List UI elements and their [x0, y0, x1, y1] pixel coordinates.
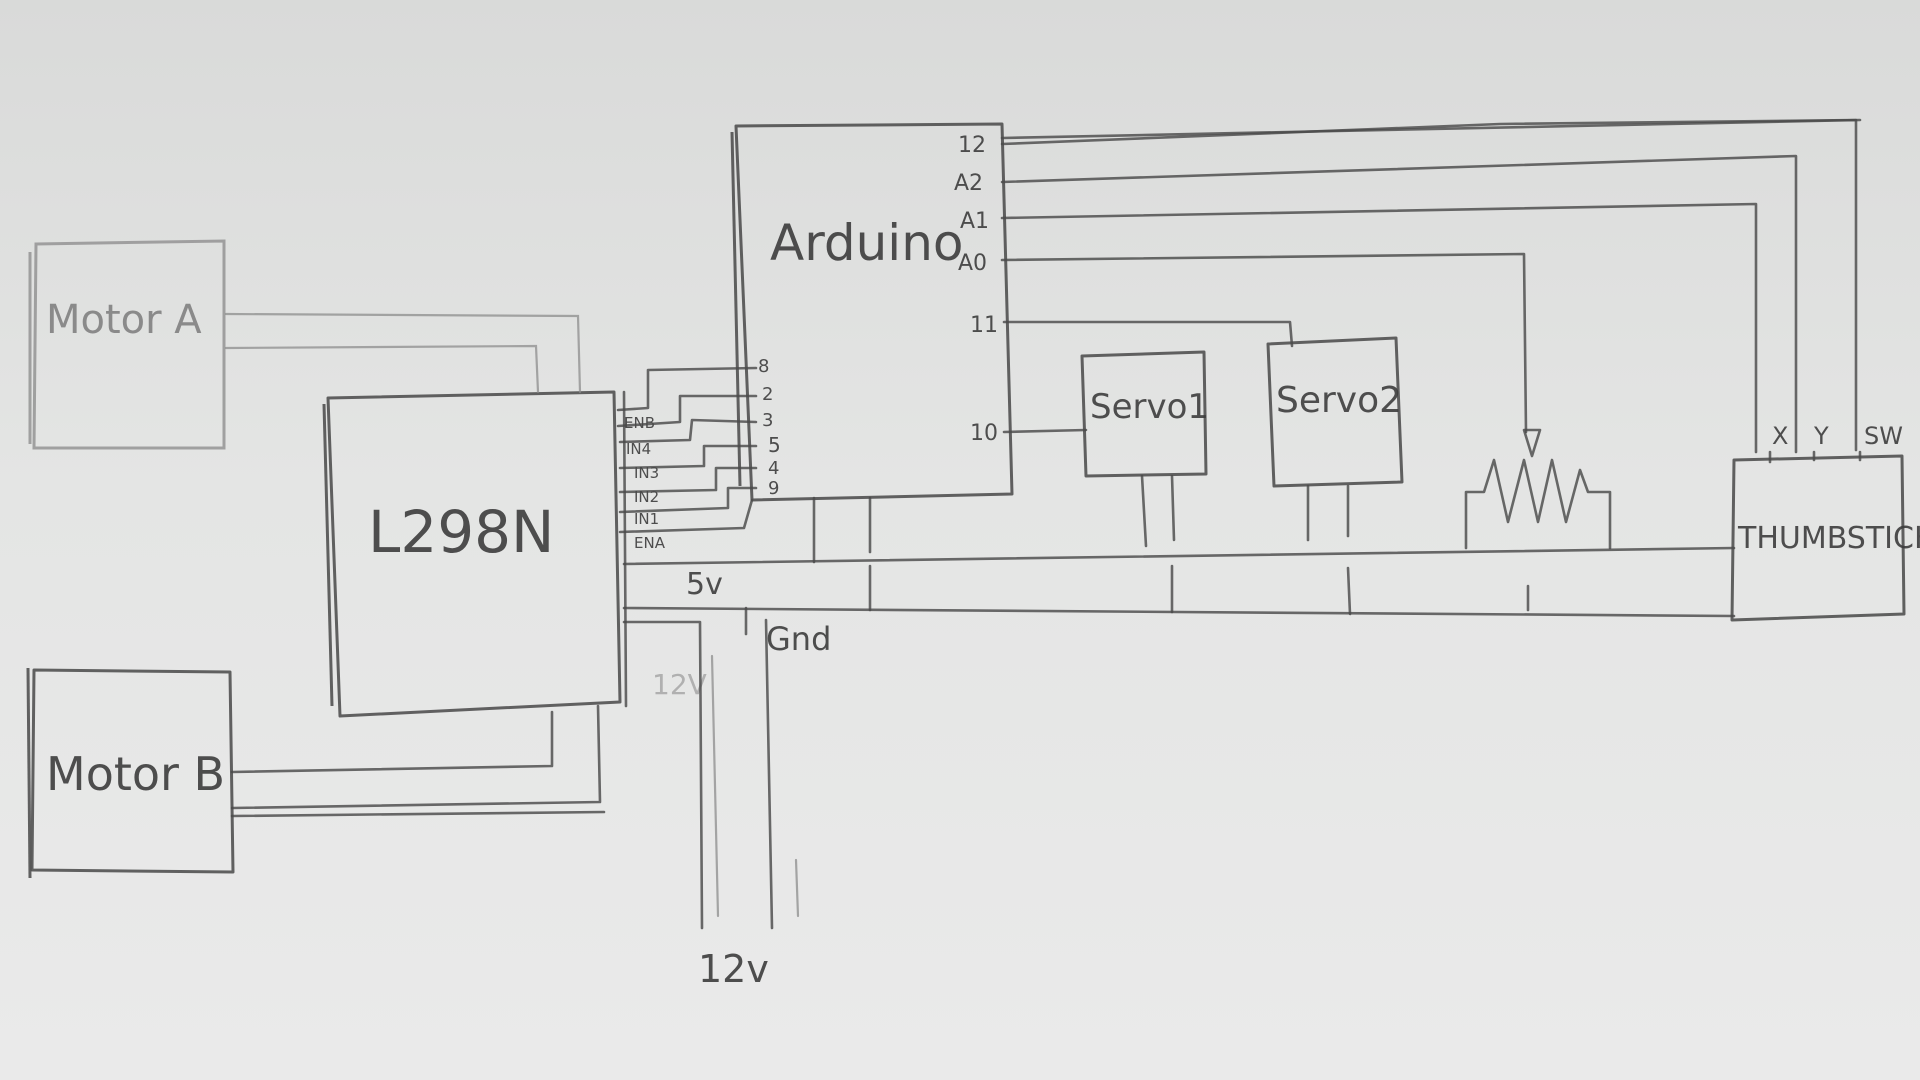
- servo1-lead-2: [1170, 474, 1176, 542]
- motor-b-box: Motor B: [26, 667, 235, 879]
- pin-2-label: 2: [762, 384, 773, 405]
- in4-label: IN4: [626, 440, 651, 458]
- rail-gnd-label: Gnd: [766, 620, 831, 658]
- enb-label: ENB: [624, 414, 655, 432]
- pin-5-label: 5: [768, 433, 781, 457]
- pin-10-label: 10: [970, 421, 998, 446]
- gnd-lead: [764, 618, 774, 930]
- wire-a0-to-pot: [1000, 252, 1528, 434]
- servo1-lead-1: [1140, 474, 1148, 548]
- motor-a-label: Motor A: [46, 297, 202, 343]
- l298n-label: L298N: [368, 498, 554, 566]
- servo2-box: Servo2: [1266, 336, 1404, 488]
- wire-motor-b-2: [230, 704, 602, 810]
- motor-b-label: Motor B: [46, 747, 225, 801]
- pin-12-label: 12: [958, 133, 986, 158]
- servo2-label: Servo2: [1276, 380, 1402, 421]
- wire-a2-to-y: [1000, 154, 1798, 454]
- l298n-box: L298N: [322, 390, 622, 718]
- servo1-box: Servo1: [1080, 350, 1209, 478]
- motor-a-box: Motor A: [28, 239, 226, 450]
- tap-servo2: [1346, 566, 1352, 616]
- arduino-label: Arduino: [770, 214, 963, 272]
- pin-3-label: 3: [762, 410, 773, 431]
- wire-motor-b-3: [230, 810, 606, 818]
- wire-11-to-servo2: [1002, 320, 1294, 348]
- in1-label: IN1: [634, 510, 659, 528]
- thumbstick-sw-label: SW: [1864, 422, 1903, 450]
- rail-5v-label: 5v: [686, 567, 723, 602]
- pin-a2-label: A2: [954, 171, 983, 196]
- wire-motor-a-1: [224, 312, 582, 394]
- thumbstick-label: THUMBSTICK: [1737, 521, 1920, 556]
- potentiometer-symbol: [1464, 428, 1612, 550]
- wires-arduino-to-l298n: [616, 366, 758, 534]
- wire-10-to-servo1: [1002, 428, 1088, 434]
- rail-12v-faint-label: 12V: [652, 668, 707, 701]
- ena-label: ENA: [634, 534, 666, 552]
- faint-lead-2: [794, 858, 800, 918]
- pin-a1-label: A1: [960, 209, 989, 234]
- rail-5v: [622, 546, 1736, 566]
- wire-motor-a-2: [224, 344, 540, 394]
- wire-motor-b-1: [230, 710, 554, 774]
- pin-4-label: 4: [768, 458, 779, 479]
- pin-8-label: 8: [758, 356, 769, 377]
- faint-lead-1: [710, 654, 720, 918]
- servo1-label: Servo1: [1090, 387, 1209, 427]
- l298n-right-edge: [622, 390, 628, 708]
- rail-gnd: [622, 606, 1736, 618]
- wire-pin12-to-sw: [1000, 118, 1862, 452]
- rail-12v-label: 12v: [698, 947, 769, 991]
- pin-11-label: 11: [970, 313, 998, 338]
- rail-12v-lead: [622, 620, 704, 930]
- thumbstick-box: THUMBSTICK: [1730, 454, 1920, 622]
- thumbstick-x-label: X: [1772, 422, 1788, 450]
- pin-9-label: 9: [768, 478, 779, 499]
- wire-a1-to-x: [1000, 202, 1758, 454]
- arduino-box: Arduino: [730, 122, 1014, 502]
- thumbstick-y-label: Y: [1813, 422, 1829, 450]
- pin-a0-label: A0: [958, 251, 987, 276]
